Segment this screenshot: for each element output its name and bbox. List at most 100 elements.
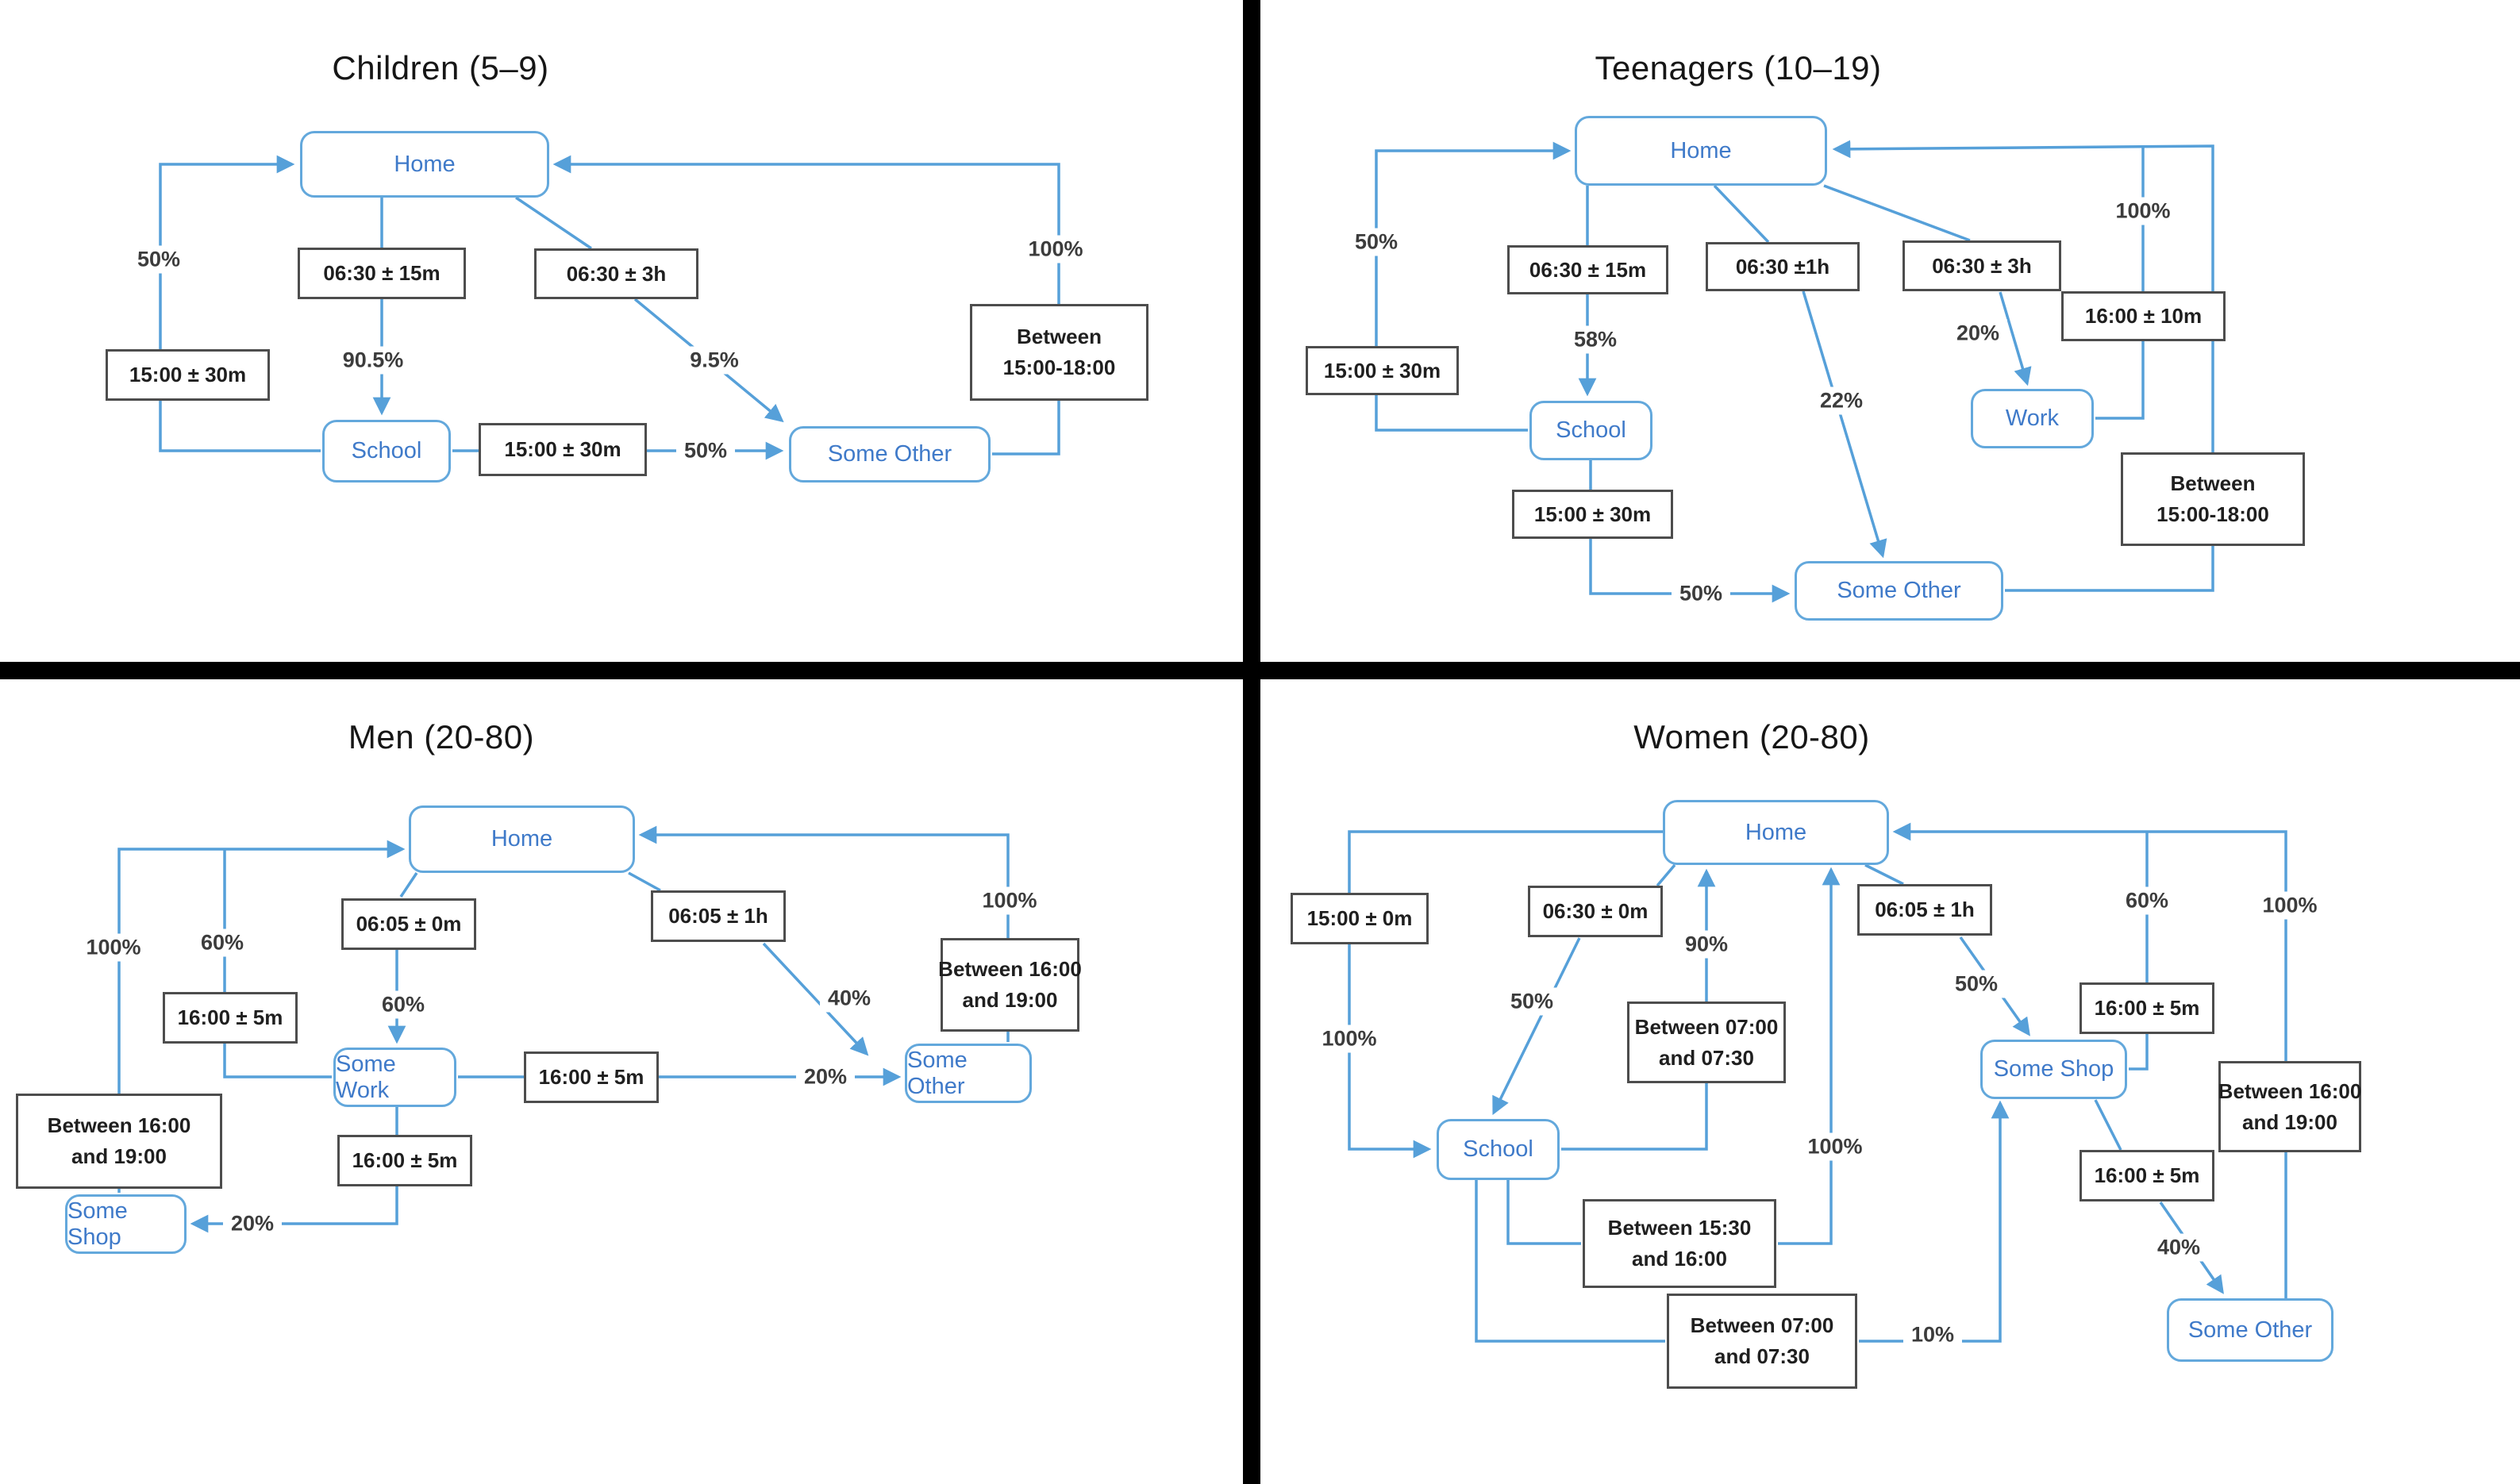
edge-teenagers-home-to-0630-1h	[1713, 184, 1770, 244]
time-box-line: 16:00 ± 5m	[2094, 996, 2200, 1020]
node-teenagers-work: Work	[1971, 389, 2094, 448]
percent-label-children-4: 100%	[1020, 235, 1091, 263]
percent-label-women-6: 60%	[2117, 886, 2177, 915]
edge-women-home-to-school-1500	[1348, 830, 1663, 1159]
time-box-children-t0630-3h: 06:30 ± 3h	[534, 248, 698, 299]
edge-women-school-to-between-0700	[1475, 1180, 1665, 1343]
percent-label-women-1: 50%	[1502, 987, 1562, 1016]
edge-teenagers-school-to-home-return	[1375, 141, 1572, 432]
time-box-men-between-right: Between 16:00 and 19:00	[938, 938, 1082, 1032]
node-men-some-other: Some Other	[905, 1044, 1032, 1103]
time-box-line: and 19:00	[71, 1144, 167, 1168]
percent-label-women-0: 100%	[1314, 1025, 1385, 1053]
percent-label-men-0: 100%	[78, 933, 149, 962]
node-label: Some Other	[2187, 1317, 2313, 1343]
edge-women-home-to-0605-1h	[1864, 863, 1904, 886]
time-box-teenagers-t1500-30m-left: 15:00 ± 30m	[1306, 346, 1459, 395]
percent-label-women-2: 90%	[1676, 930, 1737, 959]
edge-men-home-to-0605-0m	[399, 872, 418, 898]
time-box-children-t0630-15m: 06:30 ± 15m	[298, 248, 466, 299]
percent-label-teenagers-3: 20%	[1948, 319, 2008, 348]
node-children-some-other: Some Other	[789, 426, 991, 482]
time-box-line: Between 16:00	[47, 1113, 191, 1137]
edge-men-0605-1h-to-some-other	[762, 942, 869, 1056]
time-box-line: 16:00 ± 5m	[177, 1005, 283, 1029]
edge-women-some-shop-to-1600-5m	[2094, 1099, 2122, 1151]
percent-label-teenagers-0: 50%	[1346, 228, 1406, 256]
time-box-line: and 19:00	[2242, 1109, 2337, 1134]
edge-teenagers-home-to-0630-3h	[1823, 184, 1971, 242]
time-box-teenagers-between-1500-1800: Between 15:00-18:00	[2121, 452, 2305, 546]
time-box-women-t1600-5m-lower: 16:00 ± 5m	[2079, 1150, 2214, 1201]
time-box-line: Between	[1017, 325, 1102, 348]
node-label: Home	[394, 151, 456, 177]
time-box-teenagers-t0630-15m: 06:30 ± 15m	[1507, 245, 1668, 294]
node-teenagers-school: School	[1529, 401, 1652, 460]
node-label: Home	[491, 826, 553, 852]
edge-teenagers-work-to-home-return	[2095, 146, 2145, 420]
quadrant-title-men: Men (20-80)	[348, 718, 535, 755]
time-box-line: and 07:30	[1714, 1344, 1810, 1368]
time-box-line: 15:00 ± 30m	[504, 437, 621, 461]
percent-label-men-5: 20%	[222, 1209, 283, 1238]
time-box-women-t1500-0m: 15:00 ± 0m	[1291, 893, 1429, 944]
time-box-line: 06:30 ± 3h	[1932, 253, 2032, 278]
node-women-home: Home	[1663, 800, 1889, 865]
time-box-men-t0605-1h: 06:05 ± 1h	[651, 890, 786, 942]
time-box-line: and 19:00	[962, 988, 1058, 1012]
time-box-line: Between 07:00	[1634, 1014, 1779, 1039]
node-label: Some Shop	[1993, 1056, 2114, 1082]
node-women-some-other: Some Other	[2167, 1298, 2333, 1362]
node-label: Some Shop	[67, 1198, 128, 1250]
edge-teenagers-0630-3h-to-work	[1999, 291, 2032, 386]
node-label: Work	[2005, 406, 2060, 431]
node-label: Some Work	[336, 1051, 396, 1103]
edge-women-between-1530-to-home	[1778, 867, 1841, 1245]
time-box-line: and 16:00	[1632, 1247, 1727, 1271]
time-box-men-t1600-5m-right: 16:00 ± 5m	[524, 1051, 659, 1103]
percent-label-teenagers-1: 58%	[1565, 325, 1625, 354]
node-men-some-shop: Some Shop	[65, 1194, 187, 1254]
time-box-line: Between	[2170, 471, 2256, 495]
time-box-line: and 07:30	[1659, 1045, 1754, 1070]
edge-teenagers-0630-1h-to-some-other	[1802, 290, 1887, 559]
edge-women-school-to-between-1530	[1506, 1180, 1581, 1245]
time-box-line: 06:30 ± 0m	[1542, 899, 1649, 923]
node-label: School	[351, 438, 422, 463]
time-box-men-between-left: Between 16:00 and 19:00	[16, 1094, 222, 1189]
time-box-line: 16:00 ± 10m	[2084, 304, 2203, 328]
node-men-some-work: Some Work	[333, 1048, 456, 1107]
edge-children-home-to-0630-3h	[515, 196, 592, 250]
percent-label-women-8: 100%	[2254, 891, 2326, 920]
percent-label-children-0: 50%	[129, 245, 189, 274]
time-box-men-t1600-5m-below: 16:00 ± 5m	[337, 1135, 472, 1186]
percent-label-children-2: 9.5%	[682, 346, 747, 375]
edge-women-school-to-home-90	[1561, 868, 1716, 1151]
time-box-children-t1500-30m-mid: 15:00 ± 30m	[479, 423, 647, 476]
edge-men-home-to-0605-1h	[628, 871, 661, 892]
time-box-children-t1500-30m-left: 15:00 ± 30m	[106, 349, 270, 401]
time-box-line: 06:05 ± 1h	[668, 904, 768, 928]
percent-label-men-2: 60%	[373, 990, 433, 1019]
percent-label-men-6: 20%	[795, 1063, 856, 1091]
time-box-women-t0630-0m: 06:30 ± 0m	[1528, 886, 1663, 937]
time-box-line: 15:00-18:00	[2156, 502, 2269, 526]
percent-label-teenagers-2: 22%	[1811, 386, 1872, 415]
node-women-school: School	[1437, 1119, 1560, 1180]
time-box-line: 06:30 ± 15m	[323, 261, 441, 285]
node-label: School	[1556, 417, 1626, 443]
percent-label-teenagers-4: 100%	[2107, 197, 2179, 225]
time-box-line: 16:00 ± 5m	[2094, 1163, 2200, 1187]
node-teenagers-home: Home	[1575, 116, 1827, 186]
node-men-home: Home	[409, 805, 635, 873]
node-women-some-shop: Some Shop	[1980, 1040, 2127, 1099]
time-box-line: Between 16:00	[938, 957, 1082, 981]
divider-vertical	[1243, 0, 1260, 1484]
time-box-teenagers-t0630-1h: 06:30 ±1h	[1706, 242, 1860, 291]
node-label: Home	[1745, 819, 1807, 845]
node-teenagers-some-other: Some Other	[1795, 561, 2003, 621]
edge-teenagers-some-other-to-home-return	[1832, 140, 2214, 592]
